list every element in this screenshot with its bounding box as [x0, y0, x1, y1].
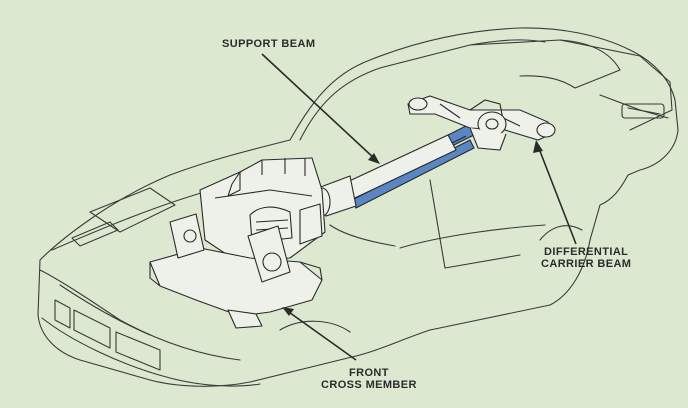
driveshaft-part	[313, 134, 457, 217]
differential-leader	[537, 145, 577, 245]
support-beam-label: SUPPORT BEAM	[222, 38, 315, 50]
differential-carrier-beam-label: DIFFERENTIAL CARRIER BEAM	[541, 246, 631, 270]
differential-label-line2: CARRIER BEAM	[541, 258, 632, 270]
differential-label-line1: DIFFERENTIAL	[544, 246, 629, 258]
support-beam-leader	[261, 53, 377, 161]
leader-arrows	[261, 53, 577, 361]
front-label-line1: FRONT	[348, 367, 389, 379]
engine-part	[199, 157, 326, 263]
arrow-heads	[282, 140, 543, 316]
differential-carrier-beam-part	[407, 95, 556, 151]
support-beam-label-text: SUPPORT BEAM	[222, 38, 316, 50]
front-cross-member-part	[149, 213, 323, 329]
front-cross-member-label: FRONT CROSS MEMBER	[321, 367, 417, 391]
front-cross-member-leader	[285, 309, 357, 361]
front-label-line2: CROSS MEMBER	[321, 379, 417, 391]
